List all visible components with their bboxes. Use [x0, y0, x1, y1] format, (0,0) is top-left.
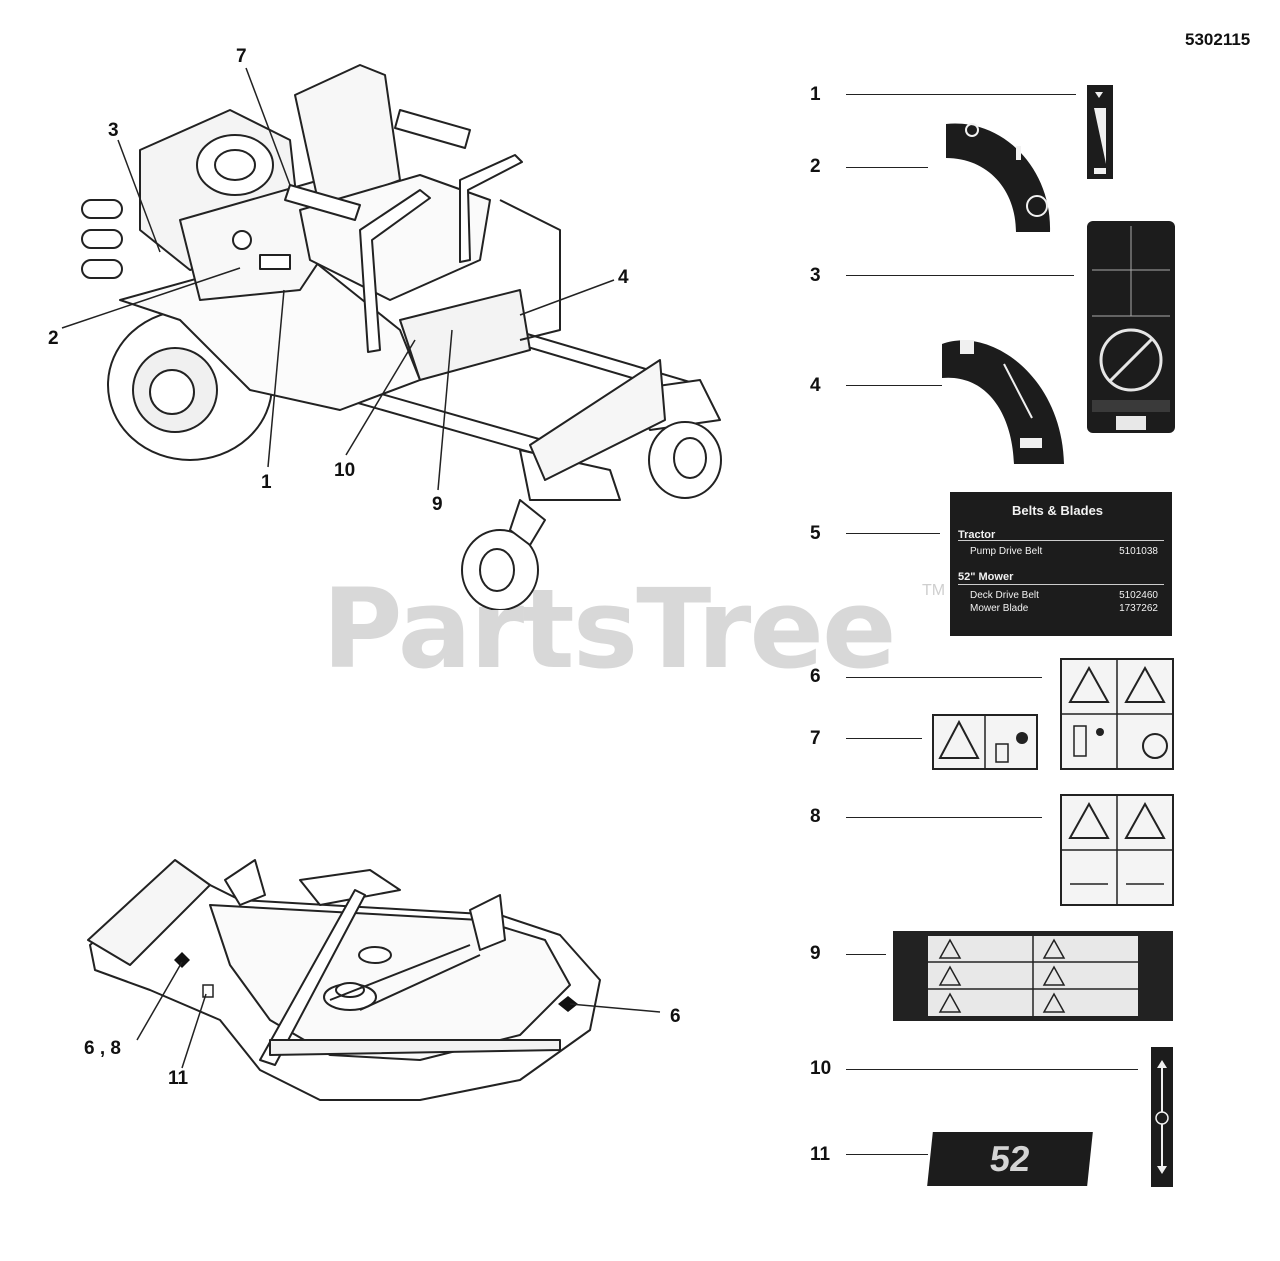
leader-11 — [846, 1154, 928, 1155]
tractor-callout-10: 10 — [334, 460, 356, 481]
decal-4-lift — [942, 340, 1064, 464]
decal-11-deck-size: 52 — [927, 1132, 1093, 1186]
leader-3 — [846, 275, 1074, 276]
decal-3-instruction — [1087, 221, 1175, 433]
diagram-id: 5302115 — [1185, 30, 1251, 49]
decal-callout-7: 7 — [810, 728, 821, 749]
leader-2 — [846, 167, 928, 168]
leader-6 — [846, 677, 1042, 678]
belts-row3-label: Mower Blade — [970, 603, 1029, 614]
leader-7 — [846, 738, 922, 739]
decal-9-safety — [893, 931, 1173, 1021]
deck-callout-6-8: 6 , 8 — [84, 1038, 121, 1059]
tractor-callout-4: 4 — [618, 267, 629, 288]
deck-callout-6: 6 — [670, 1006, 681, 1027]
decal-callout-6: 6 — [810, 666, 821, 687]
tractor-callout-9: 9 — [432, 494, 443, 515]
decal-10-park-strip — [1151, 1047, 1173, 1187]
leader-4 — [846, 385, 942, 386]
belts-section-tractor: Tractor — [958, 529, 996, 541]
tractor-callout-1: 1 — [261, 472, 272, 493]
watermark: PartsTree — [322, 565, 897, 693]
deck-callout-11: 11 — [168, 1068, 189, 1089]
belts-title: Belts & Blades — [1012, 503, 1104, 518]
belts-row3-value: 1737262 — [1119, 603, 1158, 614]
belts-row1-value: 5101038 — [1119, 546, 1158, 557]
decal-callout-5: 5 — [810, 523, 821, 544]
belts-row2-label: Deck Drive Belt — [970, 590, 1039, 601]
decal-callout-1: 1 — [810, 84, 821, 105]
decal-callout-8: 8 — [810, 806, 821, 827]
decal-callout-10: 10 — [810, 1058, 832, 1079]
belts-section-mower: 52" Mower — [958, 571, 1014, 583]
decal-8-warning — [1060, 794, 1174, 906]
decal-callout-3: 3 — [810, 265, 821, 286]
deck-size-number: 52 — [987, 1138, 1033, 1179]
decal-callout-9: 9 — [810, 943, 821, 964]
decal-5-belts-blades: Belts & Blades Tractor Pump Drive Belt 5… — [950, 492, 1172, 636]
tractor-callout-7: 7 — [236, 46, 247, 67]
tractor-callout-2: 2 — [48, 328, 59, 349]
leader-8 — [846, 817, 1042, 818]
decal-callout-4: 4 — [810, 375, 821, 396]
tractor-illustration — [81, 64, 722, 610]
leader-5 — [846, 533, 940, 534]
leader-1 — [846, 94, 1076, 95]
leader-10 — [846, 1069, 1138, 1070]
decal-callout-11: 11 — [810, 1144, 831, 1165]
tractor-callout-3: 3 — [108, 120, 119, 141]
decal-2-ignition — [946, 123, 1051, 232]
watermark-trademark: TM — [922, 582, 946, 599]
belts-row1-label: Pump Drive Belt — [970, 546, 1043, 557]
decal-6-warning — [1060, 658, 1174, 770]
decal-callout-2: 2 — [810, 156, 821, 177]
mower-deck-illustration — [87, 859, 601, 1101]
belts-row2-value: 5102460 — [1119, 590, 1158, 601]
decal-7-warning — [932, 714, 1038, 770]
leader-9 — [846, 954, 886, 955]
decal-1-throttle — [1087, 85, 1113, 179]
